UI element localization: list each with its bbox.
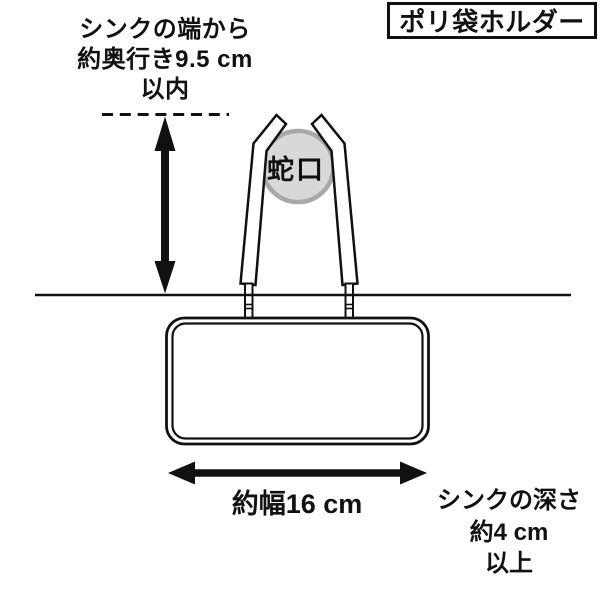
width-arrow xyxy=(168,461,427,485)
hook-post-left xyxy=(244,282,254,321)
page-title: ポリ袋ホルダー xyxy=(399,7,585,37)
sink-depth-note-line-3: 以上 xyxy=(485,550,533,577)
bag-holder-frame-outer xyxy=(165,316,430,446)
depth-arrow-down-head-icon xyxy=(154,261,176,294)
faucet-label: 蛇口 xyxy=(267,155,325,185)
sink-depth-note: シンクの深さ 約4 cm 以上 xyxy=(429,485,589,580)
bag-holder-frame xyxy=(165,316,430,446)
holder-arm-right xyxy=(310,113,359,287)
depth-from-edge-note: シンクの端から 約奥行き9.5 cm 以内 xyxy=(60,15,270,105)
depth-from-edge-note-line-2: 約奥行き9.5 cm xyxy=(77,46,253,73)
depth-arrow-up-head-icon xyxy=(154,116,176,151)
depth-from-edge-note-line-3: 以内 xyxy=(140,76,190,103)
sink-depth-note-line-2: 約4 cm xyxy=(469,518,549,546)
depth-arrow xyxy=(154,116,176,294)
width-arrow-right-head-icon xyxy=(400,461,427,485)
title-box: ポリ袋ホルダー xyxy=(387,2,597,39)
width-arrow-left-head-icon xyxy=(168,461,195,485)
sink-depth-note-line-1: シンクの深さ xyxy=(437,487,581,514)
bag-holder-frame-inner xyxy=(171,322,424,440)
hook-post-right xyxy=(344,282,354,321)
holder-arm-left xyxy=(239,113,288,287)
depth-from-edge-note-line-1: シンクの端から xyxy=(79,16,251,43)
width-label: 約幅16 cm xyxy=(231,489,363,519)
